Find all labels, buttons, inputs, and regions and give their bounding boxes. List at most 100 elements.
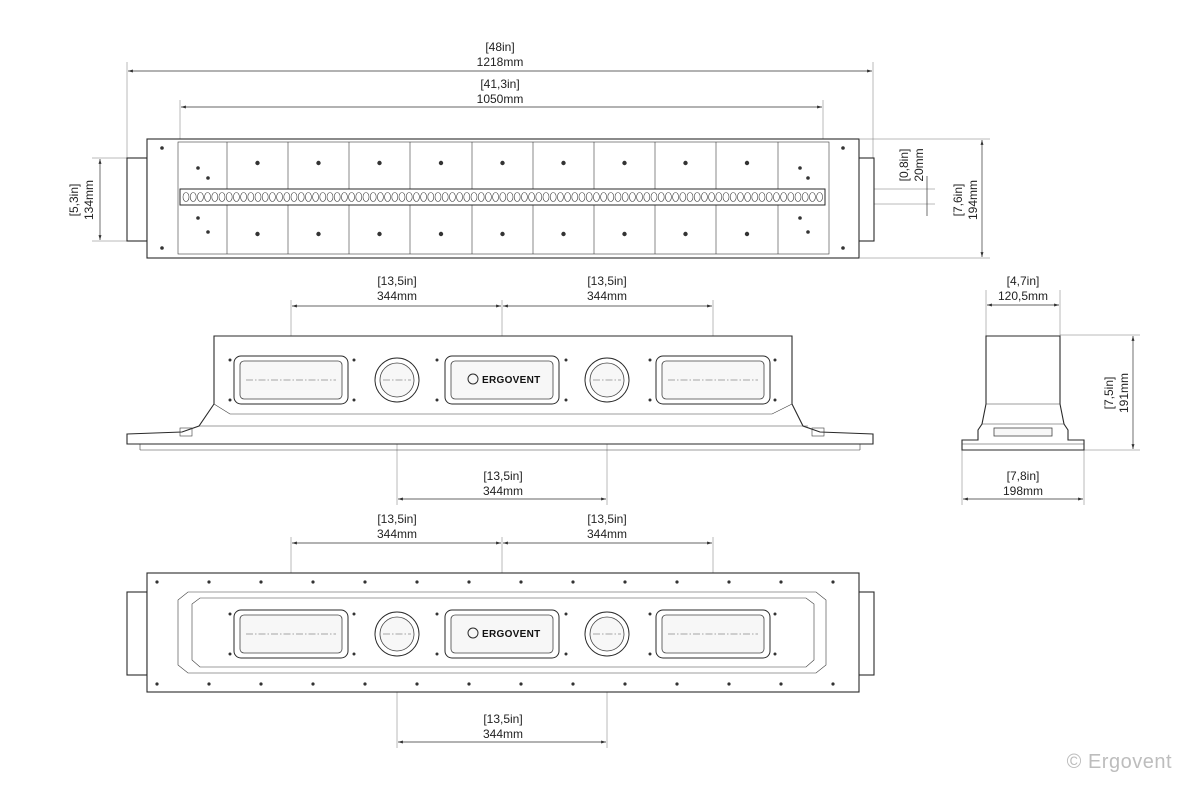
top-left-stub <box>126 157 148 242</box>
mount-hole <box>564 612 568 616</box>
flange-hole <box>623 682 627 686</box>
top-screw-hole <box>438 160 444 166</box>
front-view: [13,5in] 344mm [13,5in] 344mm [13,5in] 3… <box>126 274 874 505</box>
round-outlet <box>584 611 630 657</box>
rect-outlet <box>233 609 349 659</box>
mount-hole <box>352 358 356 362</box>
top-corner-hole <box>160 246 164 250</box>
top-corner-hole <box>806 230 810 234</box>
side-dim-base-imperial: [7,8in] <box>1007 469 1040 483</box>
side-dim-top-metric: 120,5mm <box>998 289 1048 303</box>
top-panel-grid <box>160 142 845 254</box>
mount-hole <box>228 398 232 402</box>
bottom-dim-bottom-imperial: [13,5in] <box>483 712 522 726</box>
dim-slot-width-imperial: [0,8in] <box>897 149 911 182</box>
bottom-openings <box>155 580 835 686</box>
mount-hole <box>648 358 652 362</box>
flange-hole <box>311 580 315 584</box>
flange-hole <box>519 682 523 686</box>
front-dim-left-metric: 344mm <box>377 289 417 303</box>
mount-hole <box>648 398 652 402</box>
top-slot-outline <box>179 188 826 206</box>
bottom-logo-mark <box>467 627 479 639</box>
flange-hole <box>467 682 471 686</box>
top-view: [48in] 1218mm [41,3in] 1050mm [5,3in] 13… <box>67 40 990 259</box>
dim-body-height-metric: 134mm <box>82 180 96 220</box>
top-screw-hole <box>255 231 260 237</box>
flange-hole <box>779 682 783 686</box>
bottom-view: [13,5in] 344mm [13,5in] 344mm [13,5in] 3… <box>126 512 875 748</box>
mount-hole <box>352 652 356 656</box>
flange-hole <box>571 682 575 686</box>
top-screw-hole <box>683 160 688 166</box>
top-screw-hole <box>622 160 627 166</box>
mount-hole <box>648 612 652 616</box>
front-logo-mark <box>467 373 479 385</box>
flange-hole <box>363 580 367 584</box>
flange-hole <box>727 682 731 686</box>
logo-panel <box>444 355 560 405</box>
rect-outlet <box>233 355 349 405</box>
mount-hole <box>773 358 777 362</box>
top-screw-hole <box>500 160 505 166</box>
bottom-dim-left-imperial: [13,5in] <box>377 512 416 526</box>
bottom-ergovent-logo: ERGOVENT <box>482 629 541 640</box>
flange-hole <box>467 580 471 584</box>
side-dim-height-imperial: [7,5in] <box>1102 377 1116 410</box>
top-corner-hole <box>806 176 810 180</box>
side-dim-height-metric: 191mm <box>1117 373 1131 413</box>
side-view: [4,7in] 120,5mm [7,5in] 191mm [7,8in] 19… <box>961 274 1140 505</box>
front-dim-bottom-imperial: [13,5in] <box>483 469 522 483</box>
side-dim-top-imperial: [4,7in] <box>1007 274 1040 288</box>
top-screw-hole <box>622 231 627 237</box>
side-dim-base-metric: 198mm <box>1003 484 1043 498</box>
copyright-watermark: © Ergovent <box>1066 751 1172 773</box>
dim-inner-length-metric: 1050mm <box>477 92 524 106</box>
round-outlet <box>374 357 420 403</box>
dim-body-height-imperial: [5,3in] <box>67 184 81 217</box>
top-screw-hole <box>561 231 566 237</box>
top-screw-hole <box>377 231 382 237</box>
mount-hole <box>773 612 777 616</box>
mount-hole <box>435 358 439 362</box>
top-corner-hole <box>841 246 845 250</box>
top-screw-hole <box>683 231 688 237</box>
top-corner-hole <box>798 166 802 170</box>
top-main-flange <box>146 138 860 259</box>
mount-hole <box>648 652 652 656</box>
flange-hole <box>727 580 731 584</box>
mount-hole <box>352 612 356 616</box>
bottom-left-stub <box>126 591 148 676</box>
front-dim-right-imperial: [13,5in] <box>587 274 626 288</box>
mount-hole <box>228 358 232 362</box>
round-outlet <box>374 611 420 657</box>
flange-hole <box>831 682 835 686</box>
top-screw-hole <box>316 160 321 166</box>
top-screw-hole <box>438 231 444 237</box>
flange-hole <box>259 580 263 584</box>
front-openings <box>228 355 777 405</box>
dim-flange-height-imperial: [7,6in] <box>951 184 965 217</box>
dim-slot-width-metric: 20mm <box>912 148 926 181</box>
flange-hole <box>779 580 783 584</box>
flange-hole <box>311 682 315 686</box>
top-corner-hole <box>160 146 164 150</box>
top-corner-hole <box>196 166 200 170</box>
dim-flange-height-metric: 194mm <box>966 180 980 220</box>
flange-hole <box>571 580 575 584</box>
logo-panel <box>444 609 560 659</box>
rect-outlet <box>655 355 771 405</box>
flange-hole <box>207 682 211 686</box>
top-screw-hole <box>255 160 260 166</box>
flange-hole <box>415 682 419 686</box>
front-dim-bottom-metric: 344mm <box>483 484 523 498</box>
flange-hole <box>519 580 523 584</box>
bottom-dim-bottom-metric: 344mm <box>483 727 523 741</box>
dim-overall-length-imperial: [48in] <box>485 40 514 54</box>
top-corner-hole <box>196 216 200 220</box>
bottom-dim-right-imperial: [13,5in] <box>587 512 626 526</box>
top-corner-hole <box>206 176 210 180</box>
flange-hole <box>831 580 835 584</box>
front-dim-left-imperial: [13,5in] <box>377 274 416 288</box>
flange-hole <box>207 580 211 584</box>
